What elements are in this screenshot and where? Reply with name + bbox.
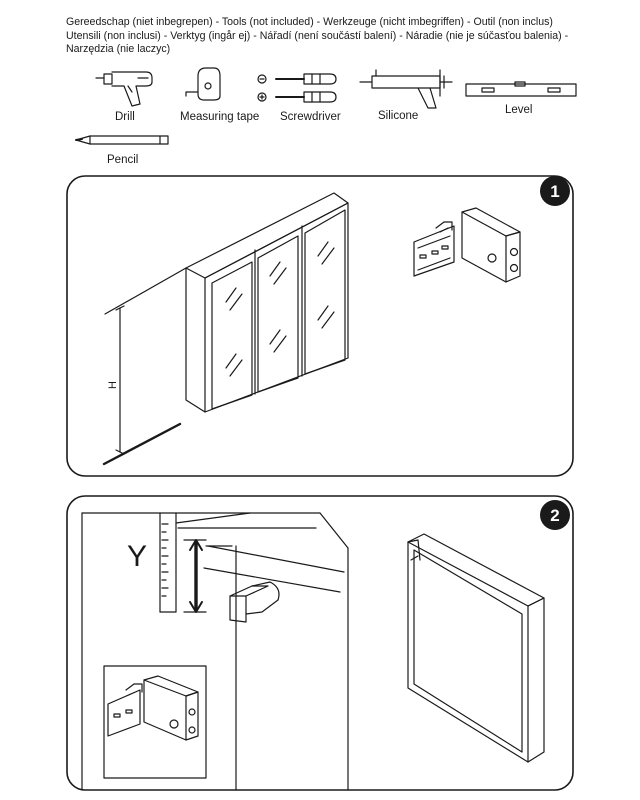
y-label: Y bbox=[127, 540, 147, 573]
silicone-label: Silicone bbox=[378, 110, 419, 122]
tools-header: Gereedschap (niet inbegrepen) - Tools (n… bbox=[66, 16, 626, 57]
tools-header-line-2: Utensili (non inclusi) - Verktyg (ingår … bbox=[66, 29, 569, 42]
measuring-tape-label: Measuring tape bbox=[180, 111, 260, 123]
level-label: Level bbox=[505, 104, 533, 116]
level-icon bbox=[465, 81, 577, 97]
framed-mirror bbox=[407, 533, 545, 763]
drill-icon bbox=[95, 71, 153, 107]
measuring-tape-icon bbox=[185, 67, 221, 101]
tools-header-line-3: Narzędzia (nie laczyc) bbox=[66, 43, 171, 56]
pencil-label: Pencil bbox=[107, 154, 139, 166]
mounting-bracket-detail bbox=[413, 207, 521, 283]
wall-corner-detail bbox=[81, 512, 349, 791]
screwdriver-label: Screwdriver bbox=[280, 111, 341, 123]
step-2-badge bbox=[540, 500, 570, 530]
height-label: H bbox=[107, 381, 119, 389]
pencil-icon bbox=[75, 135, 169, 145]
step-2-panel bbox=[66, 495, 574, 791]
y-dimension bbox=[183, 539, 207, 613]
screwdriver-icon bbox=[257, 73, 337, 103]
tools-header-line-1: Gereedschap (niet inbegrepen) - Tools (n… bbox=[66, 16, 553, 28]
height-dimension bbox=[102, 267, 187, 466]
mirror-cabinet bbox=[185, 192, 349, 413]
step-2-number: 2 bbox=[550, 506, 559, 525]
step-1-badge bbox=[540, 176, 570, 206]
step-1-panel bbox=[66, 175, 574, 477]
inset-bracket-detail bbox=[103, 665, 207, 779]
drill-label: Drill bbox=[115, 111, 135, 123]
wall-bracket bbox=[229, 581, 280, 623]
silicone-gun-icon bbox=[359, 69, 453, 109]
step-1-number: 1 bbox=[550, 182, 559, 201]
